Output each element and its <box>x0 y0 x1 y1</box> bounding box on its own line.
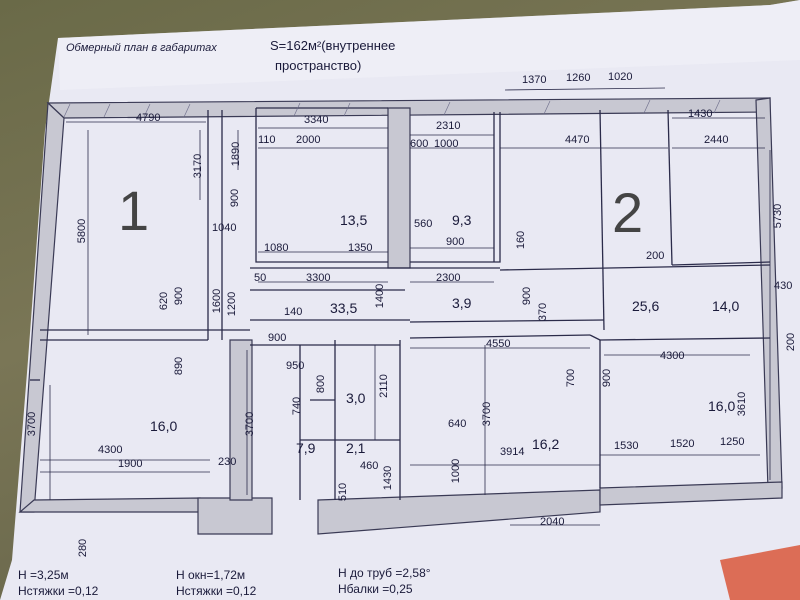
note-ties: Нстяжки =0,12 <box>18 584 99 598</box>
dimension-label: 510 <box>337 482 350 502</box>
note-pipes-height: Н до труб =2,58° <box>338 566 431 580</box>
dimension-label: 140 <box>284 306 303 318</box>
dimension-label: 900 <box>268 332 287 344</box>
dimension-label: 1520 <box>670 438 695 450</box>
dimension-label: 890 <box>173 356 186 376</box>
dimension-label: 2310 <box>436 120 461 132</box>
dimension-label: 950 <box>286 360 305 372</box>
dimension-label: 200 <box>785 332 798 352</box>
dimension-label: 460 <box>360 460 379 472</box>
room-area: 14,0 <box>712 298 740 314</box>
dimension-label: 4300 <box>98 444 123 456</box>
room-area: 3,9 <box>452 295 472 311</box>
dimension-label: 640 <box>448 418 467 430</box>
dimension-label: 900 <box>173 286 186 306</box>
dimension-label: 900 <box>601 368 614 388</box>
note-beam-height: Нбалки =0,25 <box>338 582 413 596</box>
dimension-label: 700 <box>565 368 578 388</box>
dimension-label: 1600 <box>211 288 224 314</box>
dimension-label: 740 <box>291 396 304 416</box>
dimension-label: 370 <box>537 302 550 322</box>
dimension-lines <box>40 87 771 526</box>
unit-2-label: 2 <box>612 181 644 244</box>
dimension-label: 800 <box>315 374 328 394</box>
dimension-label: 3340 <box>304 114 329 126</box>
plan-title: Обмерный план в габаритах <box>66 42 217 54</box>
room-area: 2,1 <box>346 440 366 456</box>
dimension-label: 5730 <box>772 203 785 229</box>
note-ties-2: Нстяжки =0,12 <box>176 584 257 598</box>
dimension-label: 3610 <box>736 391 749 417</box>
dimension-label: 1350 <box>348 242 373 254</box>
dimension-label: 1250 <box>720 436 745 448</box>
room-area: 3,0 <box>346 390 366 406</box>
unit-1-label: 1 <box>118 179 150 242</box>
area-total-line2: пространство) <box>275 58 362 73</box>
dimension-label: 1890 <box>230 141 243 167</box>
room-area: 7,9 <box>296 440 316 456</box>
outer-walls <box>18 97 783 535</box>
dimension-label: 900 <box>446 236 465 248</box>
room-area: 16,0 <box>150 418 178 434</box>
dimension-label: 1020 <box>608 71 633 83</box>
note-ceiling-height: Н =3,25м <box>18 568 69 582</box>
dimension-label: 4790 <box>136 112 161 124</box>
dimension-label: 1200 <box>226 291 239 317</box>
room-area: 33,5 <box>330 300 358 316</box>
dimension-label: 1400 <box>374 283 387 309</box>
room-area: 13,5 <box>340 212 368 228</box>
dimension-label: 1260 <box>566 72 591 84</box>
dimension-label: 3700 <box>26 411 39 437</box>
area-total-line1: S=162м²(внутреннее <box>270 38 396 53</box>
dimension-label: 4470 <box>565 134 590 146</box>
dimension-label: 430 <box>774 280 793 292</box>
interior-walls <box>30 107 771 500</box>
dimension-label: 2440 <box>704 134 729 146</box>
dimension-label: 620 <box>158 291 171 311</box>
dimension-label: 5800 <box>76 218 89 244</box>
note-window-height: Н окн=1,72м <box>176 568 246 582</box>
dimension-label: 560 <box>414 218 433 230</box>
dimension-label: 4550 <box>486 338 511 350</box>
dimension-label: 4300 <box>660 350 685 362</box>
room-area: 16,2 <box>532 436 560 452</box>
room-area: 9,3 <box>452 212 472 228</box>
dimension-label: 50 <box>254 272 267 284</box>
dimension-label: 1530 <box>614 440 639 452</box>
dimension-label: 280 <box>77 538 90 558</box>
dimension-label: 2300 <box>436 272 461 284</box>
dimension-label: 230 <box>218 456 237 468</box>
dimension-label: 1430 <box>382 465 395 491</box>
dimension-label: 1430 <box>688 108 713 120</box>
dimension-label: 160 <box>515 230 528 250</box>
dimension-label: 1040 <box>212 222 237 234</box>
dimension-label: 2040 <box>540 516 565 528</box>
dimension-label: 2110 <box>377 374 390 398</box>
dimension-label: 900 <box>229 188 242 208</box>
dimension-label: 110 <box>258 134 276 146</box>
dimension-label: 600 <box>410 138 429 150</box>
dimension-label: 3300 <box>306 272 331 284</box>
dimension-label: 1370 <box>522 74 547 86</box>
dimension-label: 3170 <box>192 153 205 179</box>
room-area: 16,0 <box>708 398 736 414</box>
dimension-label: 900 <box>521 286 534 306</box>
dimension-label: 3914 <box>500 446 525 458</box>
dimension-label: 1080 <box>264 242 289 254</box>
dimension-label: 1000 <box>434 138 459 150</box>
dimension-label: 1900 <box>118 458 143 470</box>
dimension-label: 1000 <box>450 458 463 484</box>
dimension-label: 3700 <box>481 401 494 427</box>
dimension-label: 2000 <box>296 134 321 146</box>
room-area: 25,6 <box>632 298 660 314</box>
dimension-label: 200 <box>646 250 665 262</box>
dimension-label: 3700 <box>244 411 257 437</box>
